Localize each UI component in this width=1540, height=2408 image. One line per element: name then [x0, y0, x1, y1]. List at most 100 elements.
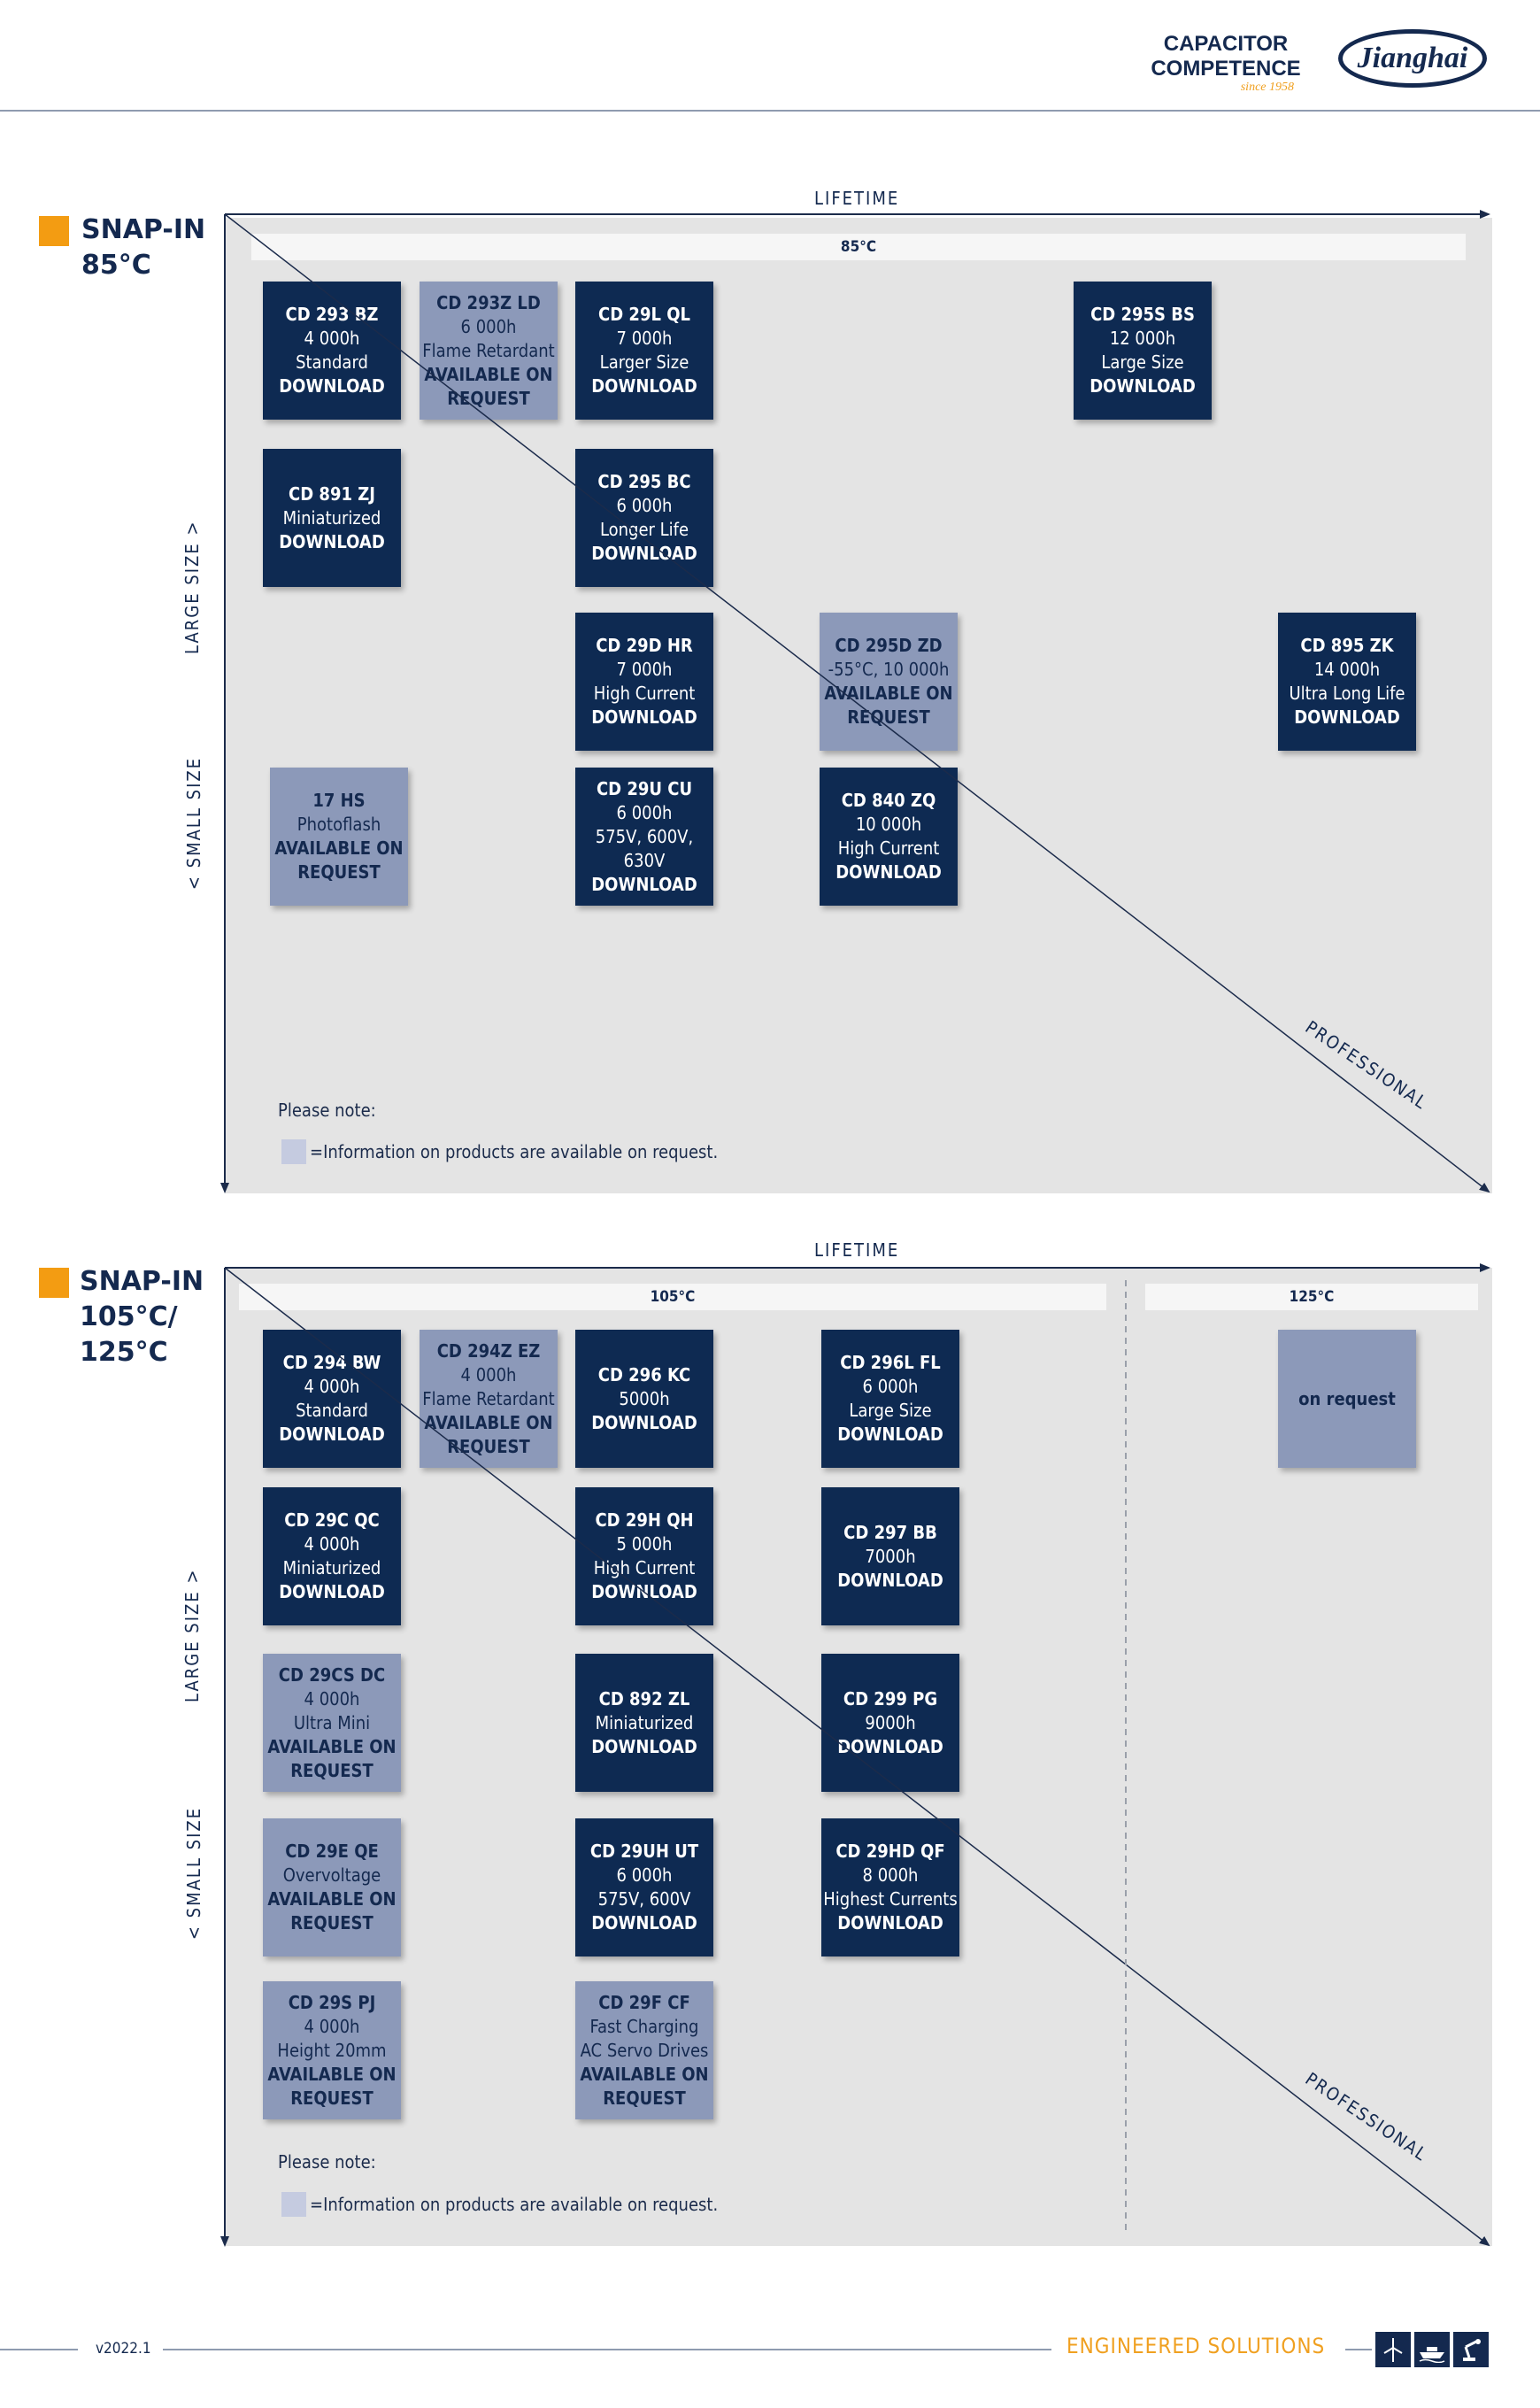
download-link[interactable]: DOWNLOAD	[1090, 375, 1196, 397]
product-detail: -55°C, 10 000h	[828, 659, 950, 680]
section-2-temp-125: 125°C	[1145, 1284, 1478, 1310]
product-detail: Longer Life	[599, 519, 689, 540]
product-detail: 14 000h	[1313, 659, 1381, 680]
product-code: CD 29F CF	[598, 1991, 690, 2013]
ship-icon	[1414, 2332, 1450, 2367]
section-1-marker	[39, 216, 69, 246]
section-1-title: SNAP-IN 85°C	[81, 214, 206, 281]
section-1-legend-swatch	[281, 1139, 306, 1164]
product-code: CD 29HD QF	[835, 1841, 945, 1862]
product-detail: 575V, 600V	[597, 1888, 691, 1910]
download-link[interactable]: DOWNLOAD	[1294, 706, 1400, 728]
product-code: CD 29UH UT	[589, 1841, 699, 1862]
product-detail: Large Size	[1101, 351, 1184, 373]
footer-line-middle	[163, 2349, 1051, 2350]
product-code: CD 295S BS	[1090, 304, 1195, 325]
section-1-temp-85: 85°C	[251, 234, 1466, 260]
request-label: AVAILABLE ON REQUEST	[424, 1411, 553, 1457]
download-link[interactable]: DOWNLOAD	[591, 375, 697, 397]
product-detail: High Current	[593, 683, 696, 704]
product-detail: Fast Charging	[589, 2015, 699, 2037]
download-link[interactable]: DOWNLOAD	[279, 1581, 385, 1602]
product-code: CD 296 KC	[597, 1363, 691, 1385]
product-code: CD 895 ZK	[1300, 635, 1394, 656]
section-1-lifetime-label: LIFETIME	[814, 188, 900, 209]
product-code: CD 29L QL	[598, 304, 690, 325]
product-code: CD 29C QC	[284, 1509, 380, 1531]
download-link[interactable]: DOWNLOAD	[591, 1735, 697, 1757]
product-code: CD 297 BB	[843, 1521, 937, 1543]
product-code: 17 HS	[312, 790, 366, 811]
product-detail: 6 000h	[460, 315, 517, 337]
logo-text: Jianghai	[1357, 42, 1468, 74]
jianghai-logo: Jianghai	[1338, 29, 1487, 88]
download-link[interactable]: DOWNLOAD	[837, 1735, 943, 1757]
product-detail: High Current	[837, 837, 940, 859]
product-code: CD 293Z LD	[436, 291, 541, 313]
download-link[interactable]: DOWNLOAD	[591, 873, 697, 895]
section-2-title: SNAP-IN 105°C/ 125°C	[80, 1266, 204, 1368]
product-code: CD 296L FL	[840, 1352, 941, 1373]
section-1-legend-text: =Information on products are available o…	[310, 1141, 719, 1162]
product-detail: 5000h	[619, 1387, 670, 1409]
product-code: CD 29H QH	[595, 1509, 694, 1531]
download-link[interactable]: DOWNLOAD	[591, 543, 697, 564]
brand-line-1: CAPACITOR	[1163, 32, 1289, 56]
product-detail: 7 000h	[616, 328, 673, 349]
download-link[interactable]: DOWNLOAD	[591, 1912, 697, 1933]
product-detail: Standard	[296, 351, 368, 373]
footer-line-left	[0, 2349, 78, 2350]
product-detail: 4 000h	[304, 1376, 360, 1397]
section-2-lifetime-label: LIFETIME	[814, 1239, 900, 1261]
product-code: CD 29CS DC	[278, 1663, 386, 1686]
request-label: AVAILABLE ON REQUEST	[274, 837, 404, 883]
download-link[interactable]: DOWNLOAD	[835, 861, 942, 883]
product-code: CD 892 ZL	[598, 1687, 690, 1710]
request-label: AVAILABLE ON REQUEST	[824, 683, 953, 728]
product-detail: High Current	[593, 1557, 696, 1578]
product-detail: 6 000h	[862, 1376, 919, 1397]
product-detail: 10 000h	[855, 814, 922, 835]
product-detail: Standard	[296, 1400, 368, 1421]
download-link[interactable]: DOWNLOAD	[591, 1411, 697, 1433]
download-link[interactable]: DOWNLOAD	[837, 1912, 943, 1933]
download-link[interactable]: DOWNLOAD	[837, 1424, 943, 1445]
product-detail: 7000h	[865, 1545, 916, 1567]
download-link[interactable]: DOWNLOAD	[591, 706, 697, 728]
footer-version: v2022.1	[96, 2340, 151, 2358]
download-link[interactable]: DOWNLOAD	[279, 530, 385, 552]
product-detail: 9000h	[865, 1711, 916, 1733]
product-card-on-request[interactable]: on request	[1278, 1330, 1416, 1468]
download-link[interactable]: DOWNLOAD	[837, 1569, 943, 1591]
product-code: CD 840 ZQ	[841, 790, 936, 811]
download-link[interactable]: DOWNLOAD	[279, 1424, 385, 1445]
download-link[interactable]: DOWNLOAD	[279, 375, 385, 397]
product-detail: 8 000h	[862, 1864, 919, 1886]
robot-arm-icon	[1453, 2332, 1489, 2367]
